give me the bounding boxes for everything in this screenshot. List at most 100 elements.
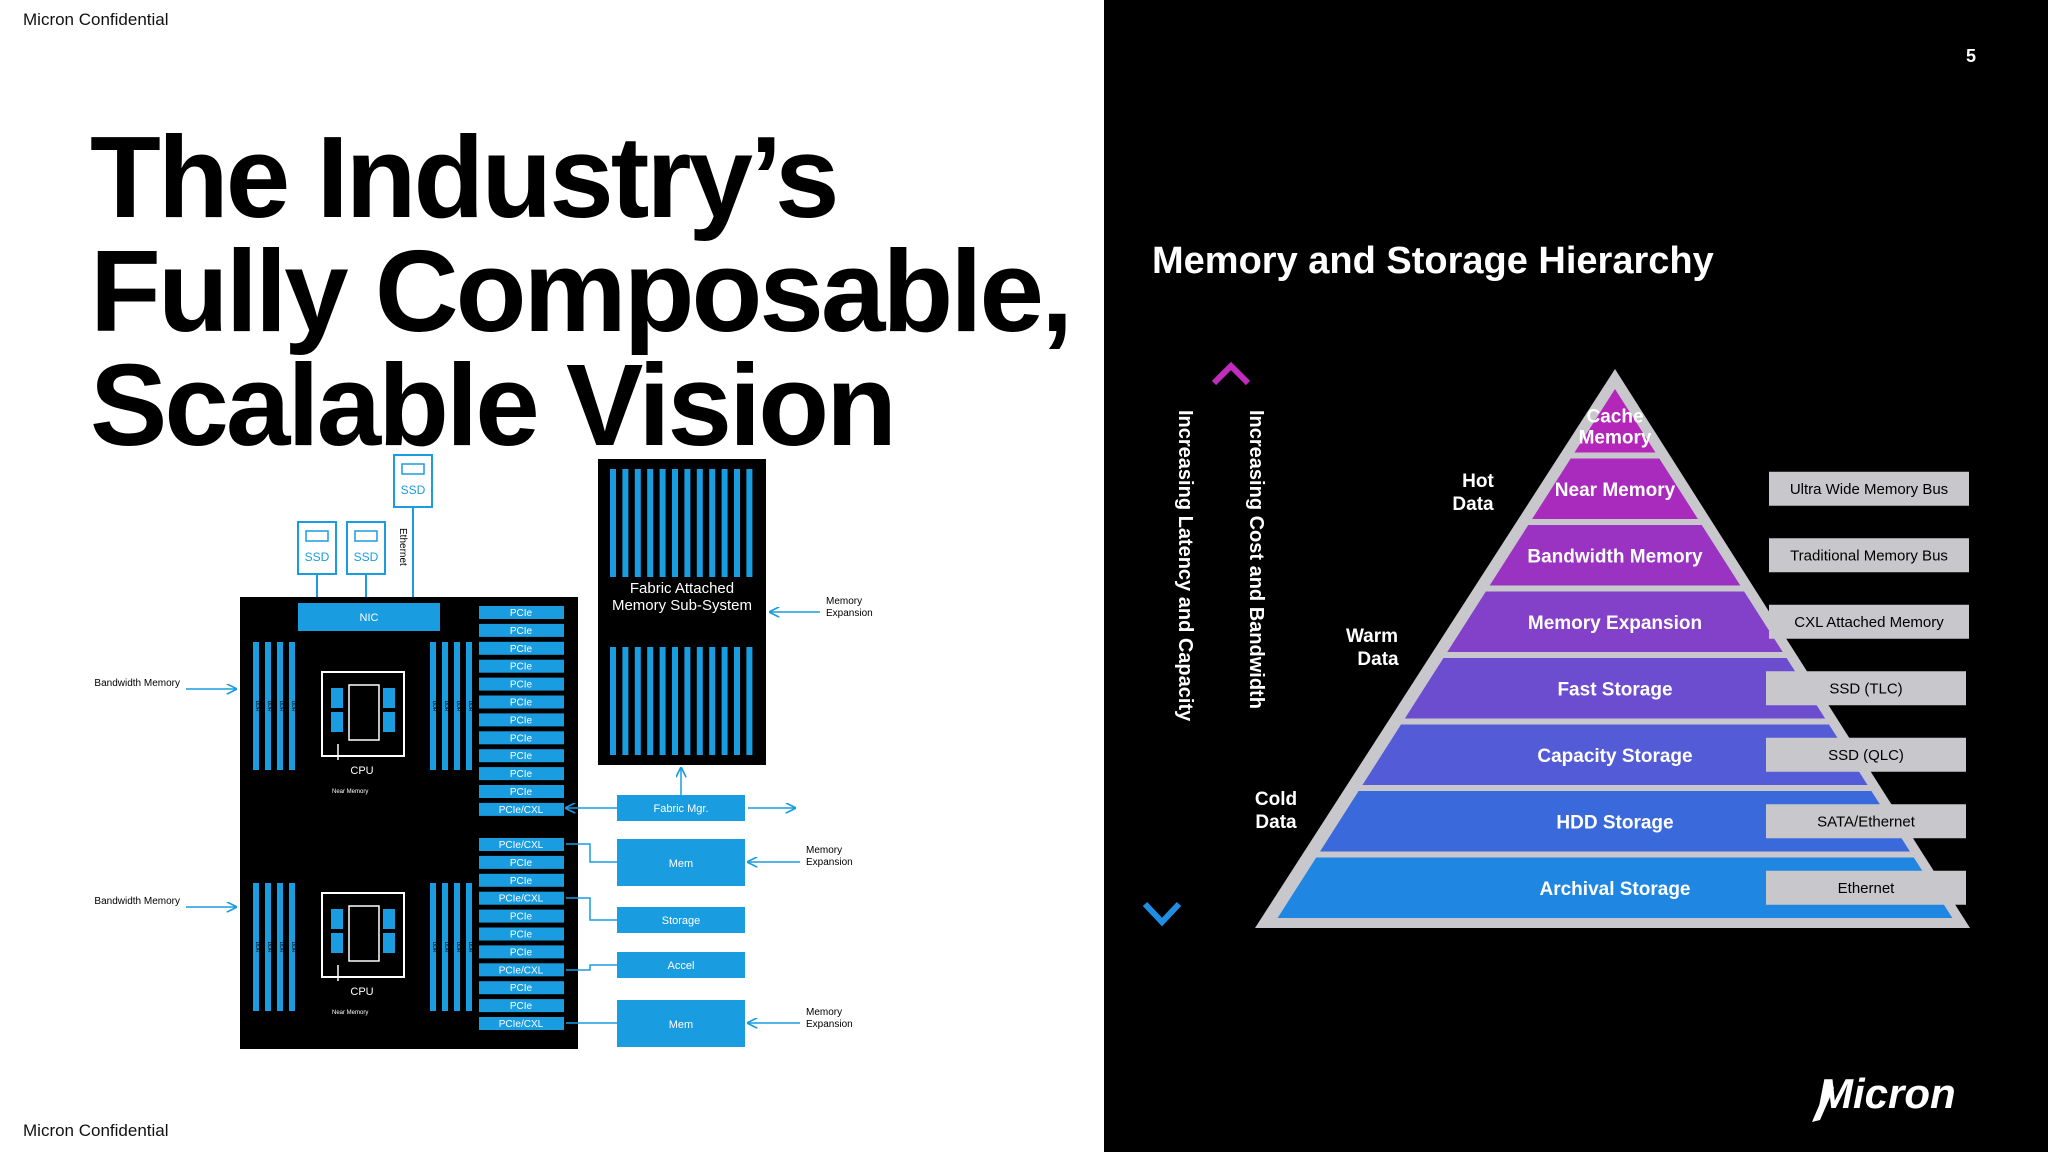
pyramid-level xyxy=(1320,791,1910,852)
pcie-label: PCIe xyxy=(510,733,533,744)
fam-dimm xyxy=(659,647,666,755)
pcie-label: PCIe/CXL xyxy=(499,965,544,976)
ddr-label: DDR xyxy=(254,701,260,712)
pyramid-level-label: HDD Storage xyxy=(1556,812,1673,833)
hierarchy-title: Memory and Storage Hierarchy xyxy=(1152,240,1714,282)
bus-box xyxy=(1766,870,1966,905)
pcie-slot xyxy=(479,855,564,869)
cost-bandwidth-label: Increasing Cost and Bandwidth xyxy=(1245,410,1267,709)
fam-dimm xyxy=(634,469,641,577)
pcie-label: PCIe xyxy=(510,912,533,923)
fam-dimm xyxy=(672,647,678,755)
cpu-bottom: CPU Near Memory xyxy=(321,892,405,1016)
bus-label: CXL Attached Memory xyxy=(1794,614,1944,631)
pcie-slot xyxy=(479,963,564,977)
bandwidth-memory-label: Bandwidth Memory xyxy=(94,896,180,907)
ddr-dimm xyxy=(442,642,448,770)
bus-box xyxy=(1769,604,1969,639)
pcie-label: PCIe xyxy=(510,787,533,798)
pcie-label: PCIe xyxy=(510,769,533,780)
ddr-dimm xyxy=(430,642,436,770)
pcie-slot xyxy=(479,981,564,995)
fam-dimm xyxy=(721,647,728,755)
fam-dimm xyxy=(659,469,666,577)
ssd-label: SSD xyxy=(354,550,379,564)
ddr-dimm xyxy=(289,883,295,1011)
mem-block xyxy=(617,839,745,886)
ddr-dimm xyxy=(277,883,283,1011)
bus-label: Ethernet xyxy=(1838,880,1896,897)
pcie-slot xyxy=(479,767,564,781)
ddr-label: DDR xyxy=(266,942,272,953)
pcie-label: PCIe xyxy=(510,608,533,619)
ddr-label: DDR xyxy=(278,701,284,712)
pcie-label: PCIe xyxy=(510,644,533,655)
pcie-slot xyxy=(479,838,564,851)
micron-logo-text: Micron xyxy=(1818,1070,1956,1117)
fam-dimm xyxy=(746,469,753,577)
ddr-label: DDR xyxy=(455,942,461,953)
ddr-dimm xyxy=(265,642,271,770)
ethernet-label: Ethernet xyxy=(397,528,408,566)
pcie-label: PCIe/CXL xyxy=(499,894,544,905)
bus-label: Ultra Wide Memory Bus xyxy=(1790,481,1948,498)
mem-label: Mem xyxy=(669,858,693,870)
ddr-label: DDR xyxy=(290,701,296,712)
pyramid-level xyxy=(1404,658,1826,719)
pcie-slot xyxy=(479,873,564,887)
pcie-slot xyxy=(479,606,564,619)
pcie-slot xyxy=(479,659,564,673)
ddr-dimm xyxy=(466,883,472,1011)
fam-dimm xyxy=(734,469,740,577)
ssd-icon: SSD xyxy=(346,521,386,575)
bus-box xyxy=(1766,671,1966,706)
bandwidth-memory-label: Bandwidth Memory xyxy=(94,678,180,689)
pcie-slot xyxy=(479,749,564,763)
pcie-slot xyxy=(479,623,564,637)
pcie-label: PCIe/CXL xyxy=(499,840,544,851)
left-panel: Micron Confidential The Industry’s Fully… xyxy=(23,10,1074,1140)
cpu-label: CPU xyxy=(350,986,373,998)
ddr-label: DDR xyxy=(455,701,461,712)
near-memory-label: Near Memory xyxy=(332,789,368,795)
fam-dimm xyxy=(647,469,654,577)
ddr-label: DDR xyxy=(467,701,473,712)
ddr-label: DDR xyxy=(431,942,437,953)
mem-block xyxy=(617,1000,745,1047)
pcie-slot xyxy=(479,802,564,816)
mem-label: Mem xyxy=(669,1019,693,1031)
ddr-dimm xyxy=(253,883,259,1011)
pcie-label: PCIe xyxy=(510,876,533,887)
ssd-label: SSD xyxy=(305,550,330,564)
fabric-memory-label: Fabric Attached Memory Sub-System xyxy=(611,580,753,614)
fam-dimm xyxy=(610,647,616,755)
pyramid-level xyxy=(1532,458,1698,519)
fam-dimm xyxy=(634,647,641,755)
fam-dimm xyxy=(647,647,654,755)
pcie-slot xyxy=(479,909,564,923)
fam-dimm xyxy=(610,469,616,577)
fabric-mgr-label: Fabric Mgr. xyxy=(653,803,708,815)
ddr-label: DDR xyxy=(278,942,284,953)
fam-dimm xyxy=(696,647,703,755)
latency-capacity-arrow xyxy=(1142,365,1182,927)
pcie-label: PCIe xyxy=(510,626,533,637)
pyramid-level-label: Near Memory xyxy=(1555,480,1676,501)
pyramid-level-label: Bandwidth Memory xyxy=(1527,546,1703,567)
pcie-slot xyxy=(479,927,564,941)
nic-block xyxy=(298,603,440,631)
bus-label: SATA/Ethernet xyxy=(1817,813,1916,830)
pcie-label: PCIe xyxy=(510,680,533,691)
cost-bandwidth-arrow xyxy=(1211,361,1251,928)
cpu-top: CPU Near Memory xyxy=(321,671,405,795)
pyramid-level-label: Cache xyxy=(1586,407,1643,428)
confidential-label-bottom: Micron Confidential xyxy=(23,1121,169,1140)
fam-dimm xyxy=(622,647,629,755)
pcie-label: PCIe xyxy=(510,1001,533,1012)
pcie-label: PCIe xyxy=(510,858,533,869)
pyramid-level-label: Memory Expansion xyxy=(1528,613,1702,634)
ddr-label: DDR xyxy=(431,701,437,712)
